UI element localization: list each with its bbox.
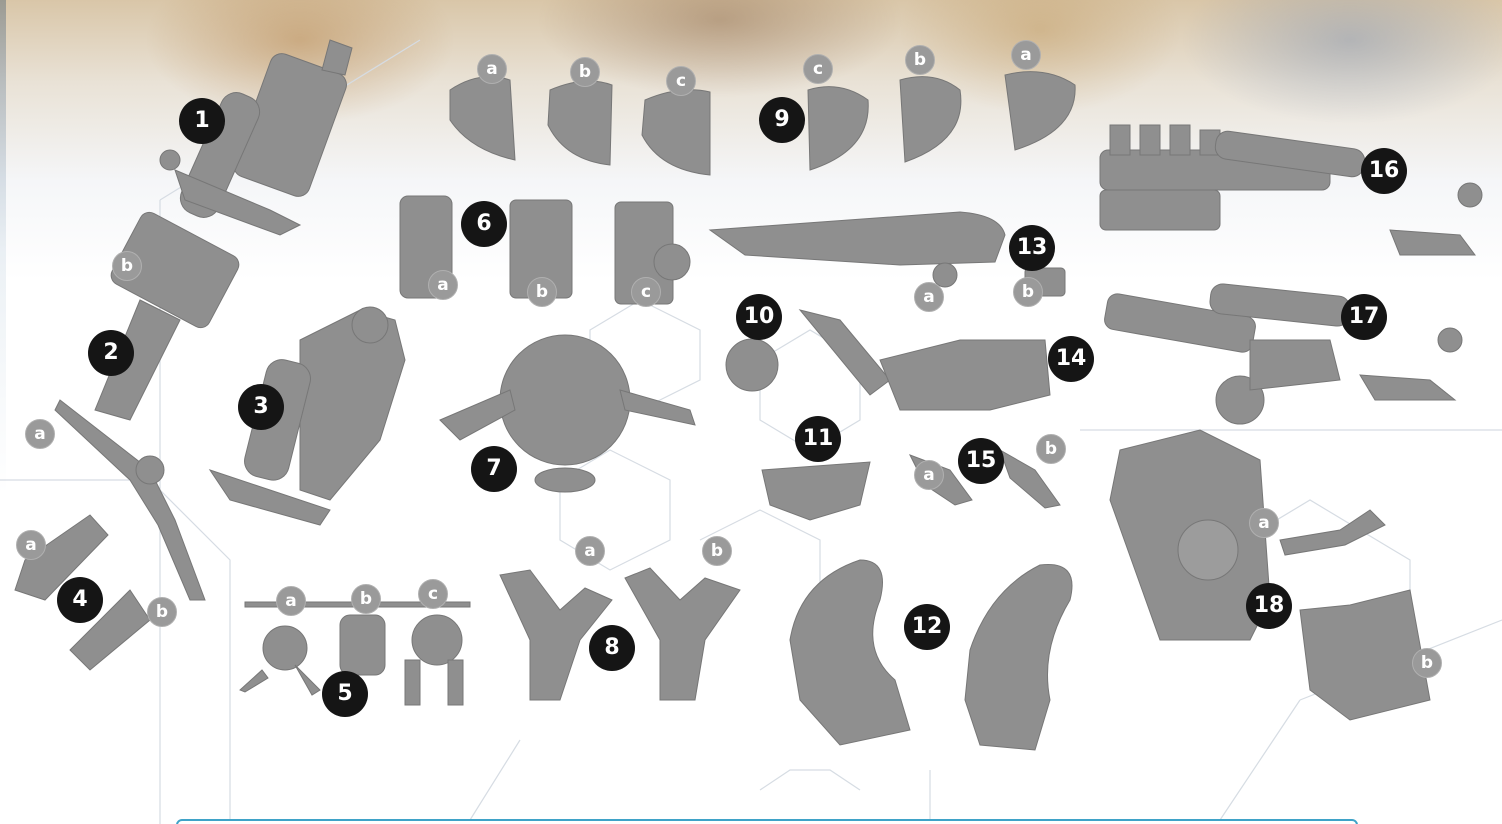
variant-label: c xyxy=(631,277,661,307)
variant-label: b xyxy=(351,584,381,614)
variant-label: a xyxy=(16,530,46,560)
part-number-badge: 7 xyxy=(471,446,517,492)
part-number-badge: 6 xyxy=(461,201,507,247)
variant-label: a xyxy=(914,460,944,490)
part-2a-sword xyxy=(55,400,205,600)
part-14-blade xyxy=(800,310,1050,410)
variant-label: c xyxy=(803,54,833,84)
variant-label: a xyxy=(575,536,605,566)
variant-label: b xyxy=(1412,648,1442,678)
part-number-badge: 18 xyxy=(1246,583,1292,629)
part-number-badge: 1 xyxy=(179,98,225,144)
variant-label: a xyxy=(428,270,458,300)
part-number-badge: 5 xyxy=(322,671,368,717)
part-17-gatling xyxy=(1103,283,1462,424)
bottom-panel-edge xyxy=(176,819,1358,824)
part-12-legs xyxy=(790,560,1072,750)
part-number-badge: 14 xyxy=(1048,336,1094,382)
variant-label: a xyxy=(914,282,944,312)
part-16-cannon xyxy=(1100,125,1482,255)
variant-label: a xyxy=(276,586,306,616)
part-number-badge: 12 xyxy=(904,604,950,650)
part-number-badge: 8 xyxy=(589,625,635,671)
part-number-badge: 17 xyxy=(1341,294,1387,340)
variant-label: b xyxy=(112,251,142,281)
variant-label: b xyxy=(702,536,732,566)
part-2-hammer-arm xyxy=(95,209,242,420)
variant-label: b xyxy=(1036,434,1066,464)
part-number-badge: 3 xyxy=(238,384,284,430)
variant-label: c xyxy=(418,579,448,609)
part-number-badge: 4 xyxy=(57,577,103,623)
part-11-pelvis xyxy=(762,462,870,520)
variant-label: a xyxy=(1249,508,1279,538)
part-number-badge: 10 xyxy=(736,294,782,340)
variant-label: a xyxy=(477,54,507,84)
variant-label: c xyxy=(666,66,696,96)
part-number-badge: 15 xyxy=(958,438,1004,484)
part-number-badge: 2 xyxy=(88,330,134,376)
part-number-badge: 9 xyxy=(759,97,805,143)
part-number-badge: 13 xyxy=(1009,225,1055,271)
variant-label: b xyxy=(527,277,557,307)
part-number-badge: 11 xyxy=(795,416,841,462)
part-10-head xyxy=(726,339,778,391)
part-number-badge: 16 xyxy=(1361,148,1407,194)
variant-label: b xyxy=(147,597,177,627)
variant-label: a xyxy=(25,419,55,449)
variant-label: b xyxy=(570,57,600,87)
part-18-carapace xyxy=(1110,430,1430,720)
variant-label: b xyxy=(905,45,935,75)
variant-label: a xyxy=(1011,40,1041,70)
variant-label: b xyxy=(1013,277,1043,307)
